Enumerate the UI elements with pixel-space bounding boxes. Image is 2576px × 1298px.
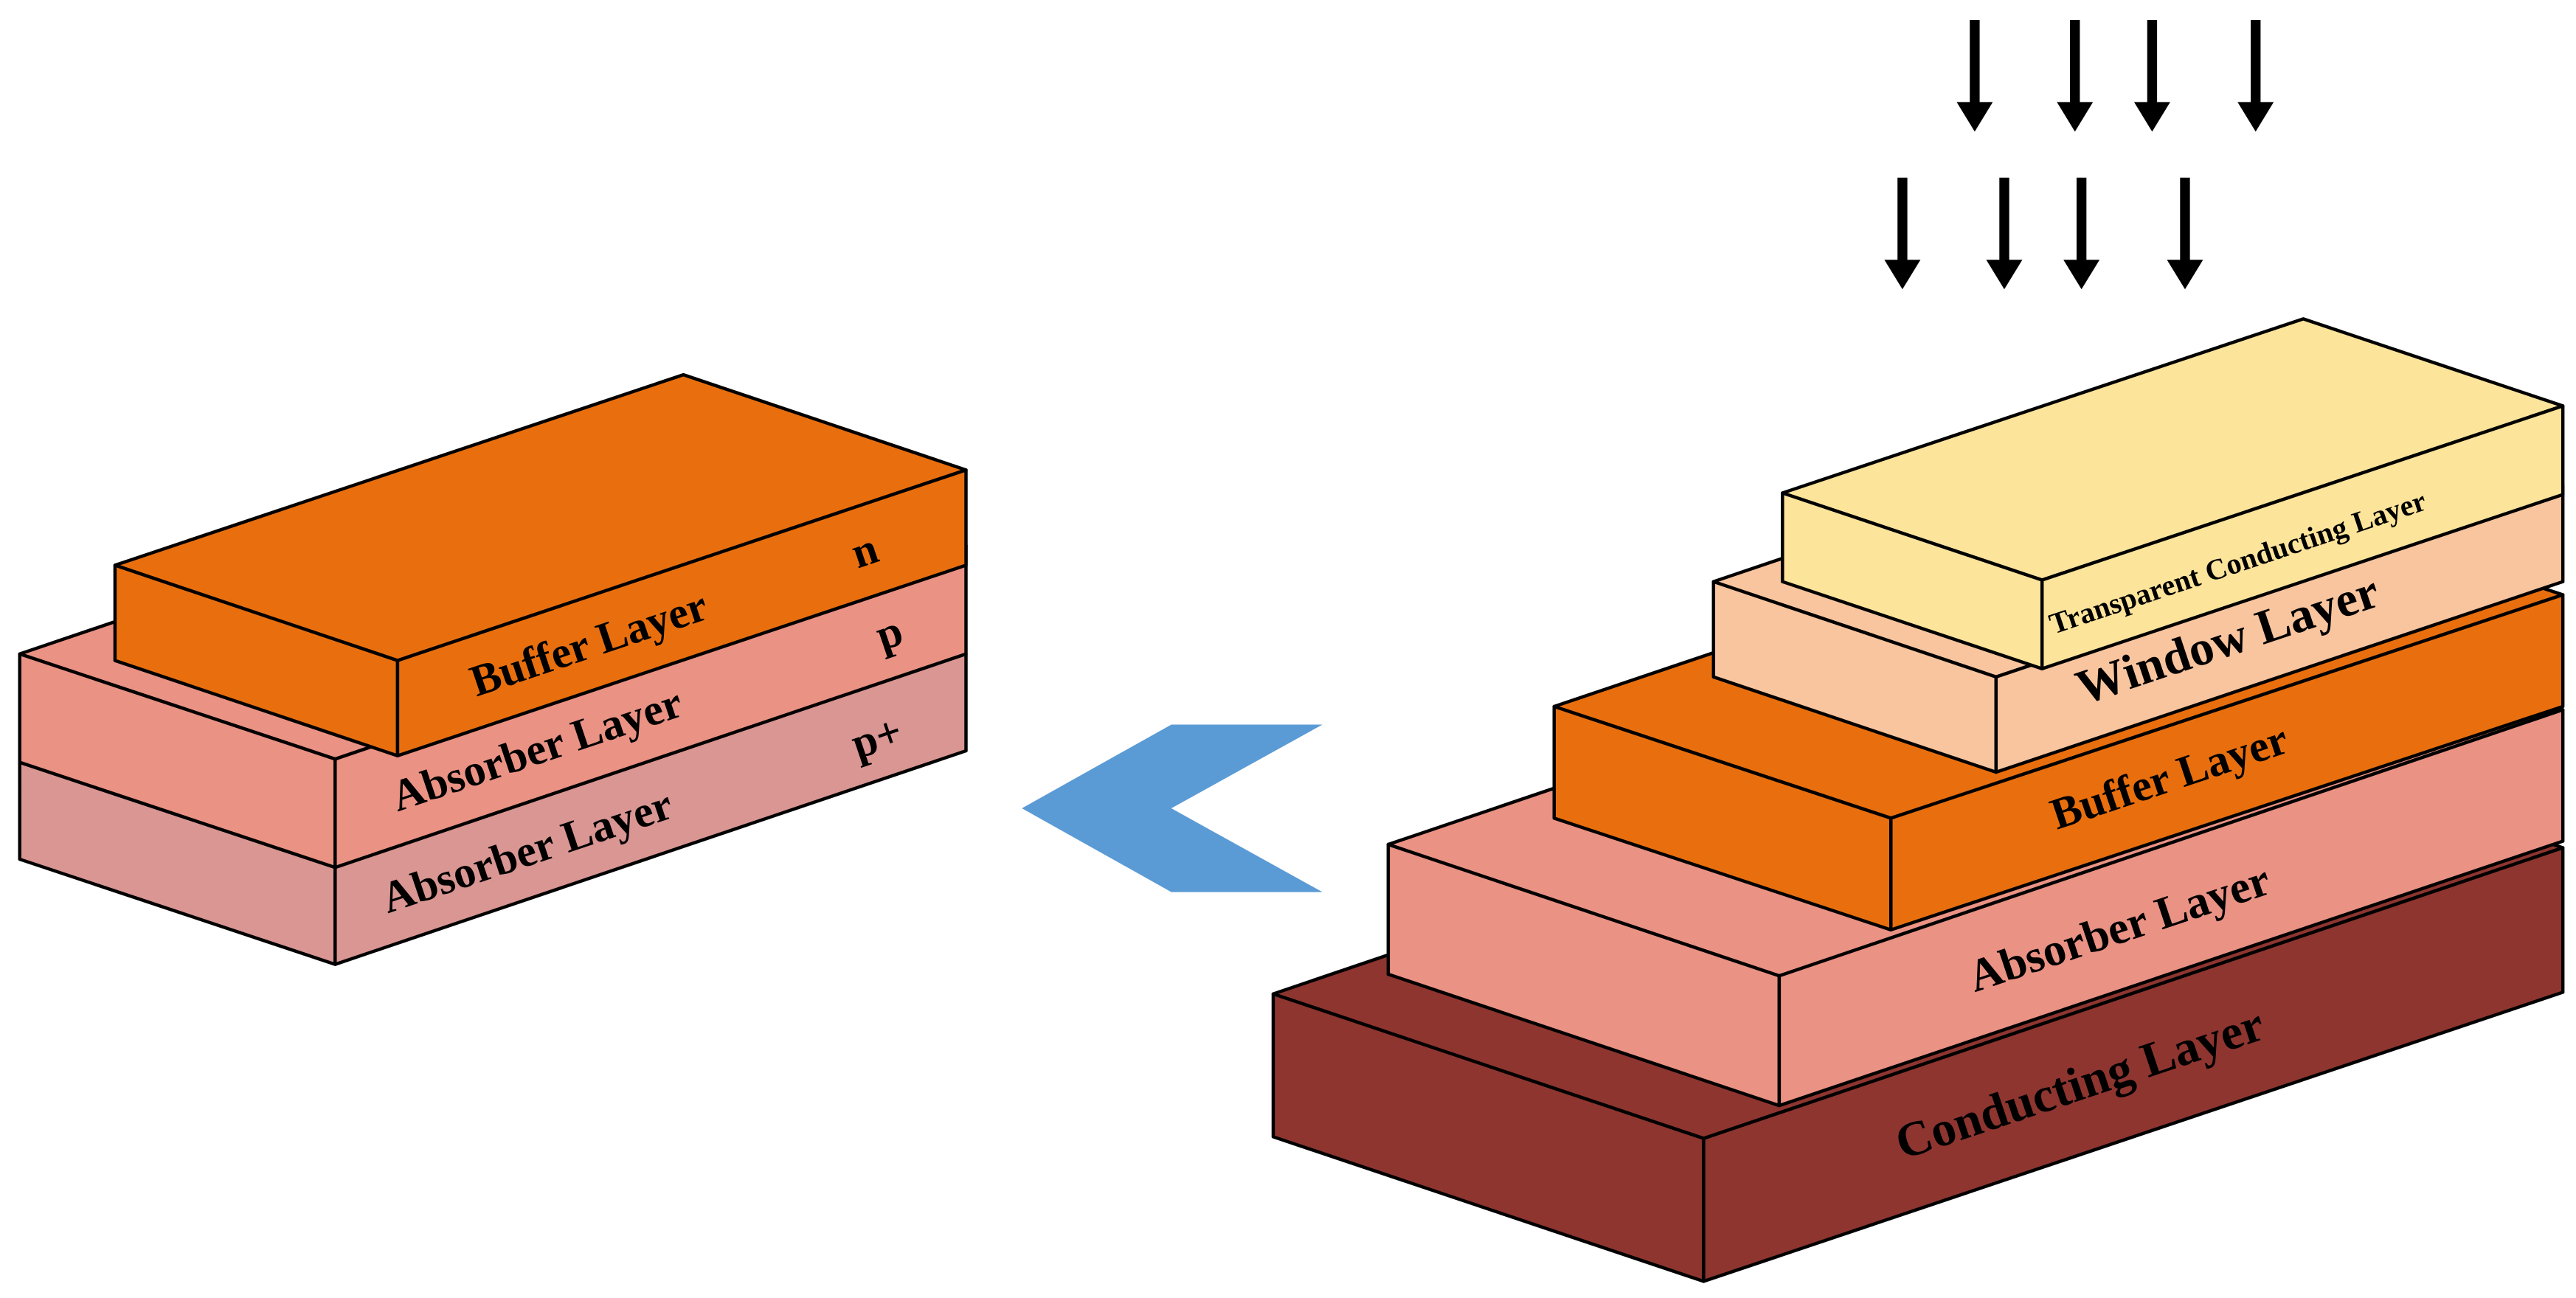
down-arrow-icon [2057, 20, 2094, 132]
left-stack: Buffer Layer n Absorber Layer p Absorber… [18, 372, 968, 966]
down-arrow-icon [1986, 177, 2023, 290]
down-arrow-icon [2133, 20, 2170, 132]
right-transparent-conducting-block [1781, 317, 2565, 670]
down-arrow-icon [2063, 177, 2100, 290]
down-arrow-icon [2167, 177, 2203, 290]
left-buffer-block [113, 372, 968, 757]
chevron-left-icon [1022, 724, 1323, 892]
right-stack: Transparent Conducting Layer Window Laye… [1271, 317, 2565, 1283]
down-arrow-icon [2237, 20, 2274, 132]
incident-light-arrows [1884, 20, 2274, 290]
down-arrow-icon [1884, 177, 1921, 290]
down-arrow-icon [1956, 20, 1993, 132]
